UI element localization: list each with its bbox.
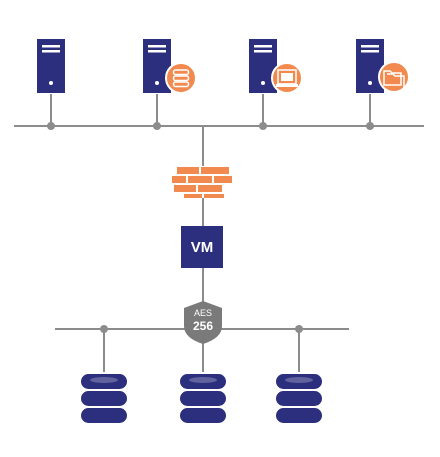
top-network-bus [14,94,424,130]
bus-node [259,122,267,130]
bus-node [47,122,55,130]
server-database [143,39,197,94]
database-icon [180,374,226,423]
shield-icon: AES 256 [184,301,222,344]
bus-node [153,122,161,130]
database-icon [81,374,127,423]
vm-label: VM [191,239,214,256]
database-icon [165,62,197,94]
firewall-icon [172,167,232,198]
server-files [356,39,410,93]
email-icon [271,62,303,94]
database-icon [276,374,322,423]
bus-node [295,325,303,333]
bus-node [100,325,108,333]
bus-node [366,122,374,130]
server-plain [37,39,65,93]
encryption-label-bottom: 256 [193,319,213,333]
folder-icon [378,61,410,93]
vm-box: VM [181,226,223,268]
server-email [249,39,303,94]
encryption-label-top: AES [194,308,212,318]
